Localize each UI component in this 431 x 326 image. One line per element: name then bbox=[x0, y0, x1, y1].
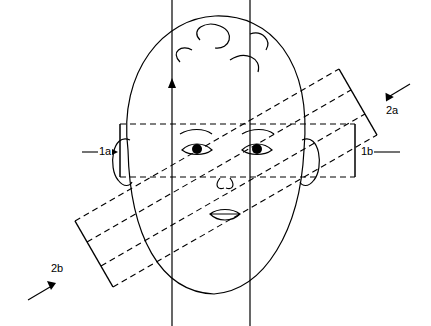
field-bracket bbox=[119, 124, 121, 177]
field-2-arrows bbox=[28, 84, 410, 300]
pupils bbox=[192, 144, 262, 154]
beam-arrow bbox=[372, 151, 400, 152]
field-2-brackets bbox=[75, 69, 377, 287]
beam-arrow bbox=[28, 287, 50, 300]
field-edge bbox=[101, 114, 365, 266]
eye bbox=[242, 144, 272, 155]
field-2 bbox=[75, 69, 377, 287]
eyebrow bbox=[242, 130, 274, 135]
field-edge bbox=[120, 123, 355, 124]
field-bracket bbox=[339, 69, 377, 135]
field-bracket bbox=[354, 124, 356, 177]
callout-number: 1b bbox=[360, 145, 374, 158]
field-edge bbox=[113, 135, 377, 287]
mouth bbox=[210, 210, 240, 221]
arrowhead bbox=[168, 78, 176, 88]
beam-arrow bbox=[390, 84, 410, 96]
field-1 bbox=[82, 124, 400, 177]
field-edge bbox=[75, 69, 339, 221]
vertical-beams bbox=[172, 0, 250, 326]
callout-number: 1a bbox=[98, 145, 112, 158]
pupil bbox=[252, 144, 262, 154]
ear bbox=[113, 139, 132, 186]
head-drawing bbox=[113, 16, 320, 294]
hair-curl bbox=[250, 33, 268, 50]
field-edge bbox=[120, 176, 355, 177]
field-edge bbox=[87, 90, 351, 242]
callout-number: 2b bbox=[50, 262, 64, 275]
eyebrow bbox=[180, 130, 212, 135]
beam-edge bbox=[171, 0, 172, 326]
hair-curl bbox=[230, 56, 259, 72]
hair-curl bbox=[197, 24, 230, 48]
eye bbox=[182, 144, 212, 155]
hair-curl bbox=[176, 48, 192, 62]
head-outline bbox=[127, 16, 305, 294]
callout-number: 2a bbox=[385, 104, 399, 117]
beam-edge bbox=[249, 0, 250, 326]
arrowhead bbox=[382, 90, 394, 101]
field-bracket bbox=[75, 221, 113, 287]
nose bbox=[217, 178, 233, 189]
arrowhead bbox=[47, 281, 56, 290]
